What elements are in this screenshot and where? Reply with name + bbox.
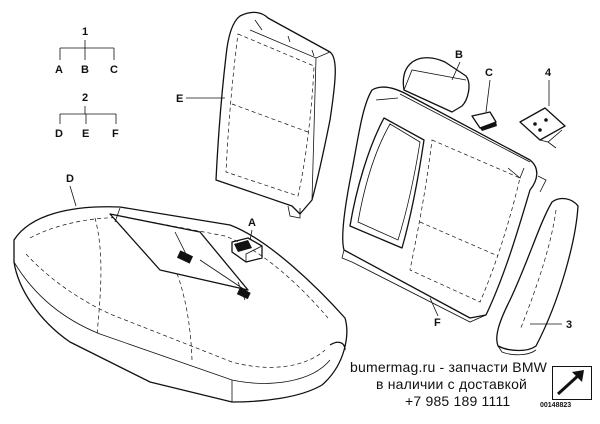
clip-part [231,237,263,263]
small-pad-part [471,111,497,131]
backrest-right-part [341,86,547,323]
watermark-line-1: bumermag.ru - запчасти BMW [350,359,548,375]
callout-a: A [248,217,256,229]
orientation-arrow-icon [552,366,592,400]
backrest-left-part [215,11,336,219]
callout-d: D [66,173,74,185]
callout-b: B [455,49,463,61]
watermark-line-3: +7 985 189 1111 [405,393,511,409]
callout-4: 4 [545,67,552,79]
legend-2-number: 2 [82,92,88,104]
callout-c: C [485,67,493,79]
legend-1-item-c: C [110,64,118,76]
legend-2-item-f: F [112,128,119,140]
legend-1-item-a: A [55,64,63,76]
headrest-pad-part [402,57,470,113]
callout-3: 3 [566,319,572,331]
legend-2-item-e: E [82,128,89,140]
diagram-reference-number: 00148823 [540,402,572,409]
legend-2-item-d: D [55,128,63,140]
legend-1-item-b: B [81,64,89,76]
callout-f: F [434,317,441,329]
seat-cushion-part [13,206,348,403]
callout-e: E [176,93,183,105]
legend-group-1: 1 A B C [55,26,118,76]
legend-group-2: 2 D E F [55,92,119,140]
bracket-part [519,107,566,149]
watermark-line-2: в наличии с доставкой [376,376,528,392]
side-bolster-part [496,197,579,356]
legend-1-number: 1 [82,26,88,38]
